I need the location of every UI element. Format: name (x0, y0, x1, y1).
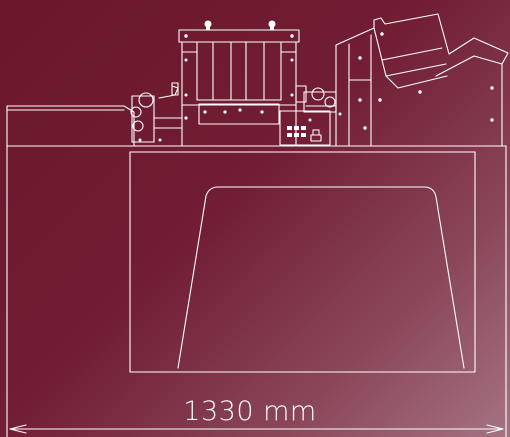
center-unit (178, 29, 331, 147)
knob-icon-left (204, 20, 212, 30)
dimension-label: 1330 mm (183, 396, 317, 427)
dimension-line (9, 424, 504, 434)
main-frame (129, 151, 476, 373)
left-roller-assembly (130, 82, 183, 143)
knob-icon-right (268, 20, 276, 30)
control-panel-buttons (287, 126, 306, 137)
switch-icon (312, 129, 320, 136)
infeed-table (6, 105, 135, 147)
bolt-dots (138, 32, 494, 142)
feeder-unit (335, 13, 509, 147)
